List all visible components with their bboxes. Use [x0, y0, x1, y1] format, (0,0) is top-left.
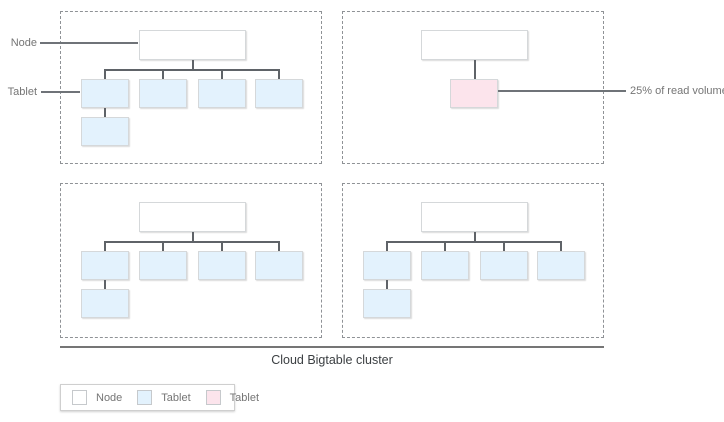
tablet-box	[255, 79, 303, 108]
hot-tablet-callout-label: 25% of read volume	[630, 85, 724, 97]
cluster-bracket-line	[60, 346, 604, 348]
tablet-box	[139, 79, 187, 108]
cluster-quadrant-4	[342, 183, 604, 338]
connector-bus	[104, 69, 280, 71]
connector-tablet-stub	[278, 242, 280, 251]
node-box	[139, 30, 246, 60]
legend-item-tablet: Tablet	[137, 390, 205, 405]
connector-tablet-stub	[560, 242, 562, 251]
tablet-box	[363, 251, 411, 280]
connector-tablet-stub	[162, 70, 164, 79]
tablet-swatch	[137, 390, 153, 405]
tablet-box	[198, 251, 246, 280]
tablet-box	[81, 117, 129, 146]
connector-bus	[104, 241, 280, 243]
tablet-box	[81, 79, 129, 108]
hot-tablet-callout-line	[498, 90, 626, 92]
connector-node-stub	[191, 232, 194, 243]
node-box	[421, 202, 528, 232]
connector-tablet-stub	[104, 242, 106, 251]
legend-tablet-label: Tablet	[161, 391, 191, 404]
legend-item-hot-tablet: Tablet	[205, 390, 274, 405]
connector-node-stub	[473, 232, 476, 243]
legend-item-node: Node	[72, 390, 137, 405]
connector-bus	[386, 241, 562, 243]
tablet-annotation-label: Tablet	[7, 86, 37, 98]
connector-tablet-stub	[104, 70, 106, 79]
tablet-box	[537, 251, 585, 280]
tablet-box	[421, 251, 469, 280]
tablet-box	[480, 251, 528, 280]
node-swatch	[72, 390, 87, 405]
connector-stacked-tablet	[104, 108, 106, 117]
node-annotation-line	[40, 42, 138, 44]
tablet-box	[255, 251, 303, 280]
cluster-label: Cloud Bigtable cluster	[271, 353, 393, 367]
tablet-box	[363, 289, 411, 318]
connector-stacked-tablet	[386, 280, 388, 289]
connector-tablet-stub	[503, 242, 505, 251]
cluster-quadrant-2	[342, 11, 604, 164]
node-box	[139, 202, 246, 232]
connector-tablet-stub	[221, 242, 223, 251]
tablet-annotation-line	[41, 91, 80, 93]
connector-tablet-stub	[444, 242, 446, 251]
node-box	[421, 30, 528, 60]
connector-stacked-tablet	[104, 280, 106, 289]
connector-tablet-stub	[278, 70, 280, 79]
connector-tablet-stub	[162, 242, 164, 251]
connector-tablet-stub	[386, 242, 388, 251]
legend: Node Tablet Tablet	[60, 384, 259, 411]
hot-tablet-swatch	[205, 390, 221, 405]
tablet-box	[81, 289, 129, 318]
tablet-box	[139, 251, 187, 280]
connector-node-tablet	[473, 60, 476, 79]
legend-node-label: Node	[96, 391, 123, 404]
node-annotation-label: Node	[10, 37, 37, 49]
tablet-box	[81, 251, 129, 280]
legend-hot-tablet-label: Tablet	[229, 391, 260, 404]
connector-node-stub	[191, 60, 194, 71]
hot-tablet-box	[450, 79, 498, 108]
cluster-quadrant-1	[60, 11, 322, 164]
cluster-quadrant-3	[60, 183, 322, 338]
connector-tablet-stub	[221, 70, 223, 79]
tablet-box	[198, 79, 246, 108]
